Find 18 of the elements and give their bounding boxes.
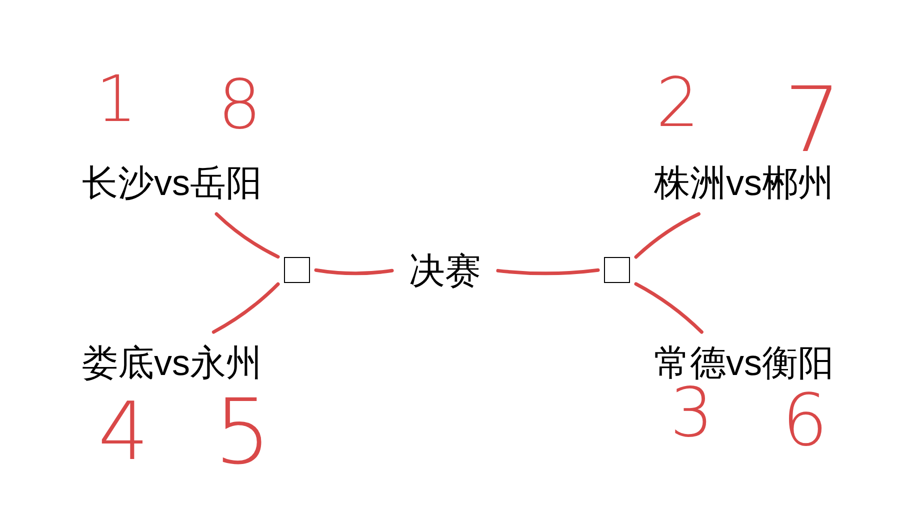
- handwritten-number: 3: [670, 380, 714, 448]
- connector-line: [212, 282, 280, 334]
- handwritten-number: 8: [218, 72, 262, 140]
- match-label: 长沙vs岳阳: [66, 158, 278, 208]
- connector-line: [634, 212, 700, 259]
- connector-line: [496, 268, 600, 276]
- handwritten-number: 2: [656, 70, 700, 138]
- connector-line: [214, 212, 280, 259]
- handwritten-number: 5: [214, 388, 272, 478]
- handwritten-number: 1: [96, 68, 137, 132]
- connector-line: [634, 282, 704, 334]
- small-square: [284, 257, 310, 283]
- match-label: 娄底vs永州: [66, 338, 278, 388]
- handwritten-number: 6: [782, 384, 828, 456]
- connector-line: [314, 268, 394, 276]
- small-square: [604, 257, 630, 283]
- match-label: 决赛: [398, 246, 492, 296]
- handwritten-number: 4: [98, 392, 149, 472]
